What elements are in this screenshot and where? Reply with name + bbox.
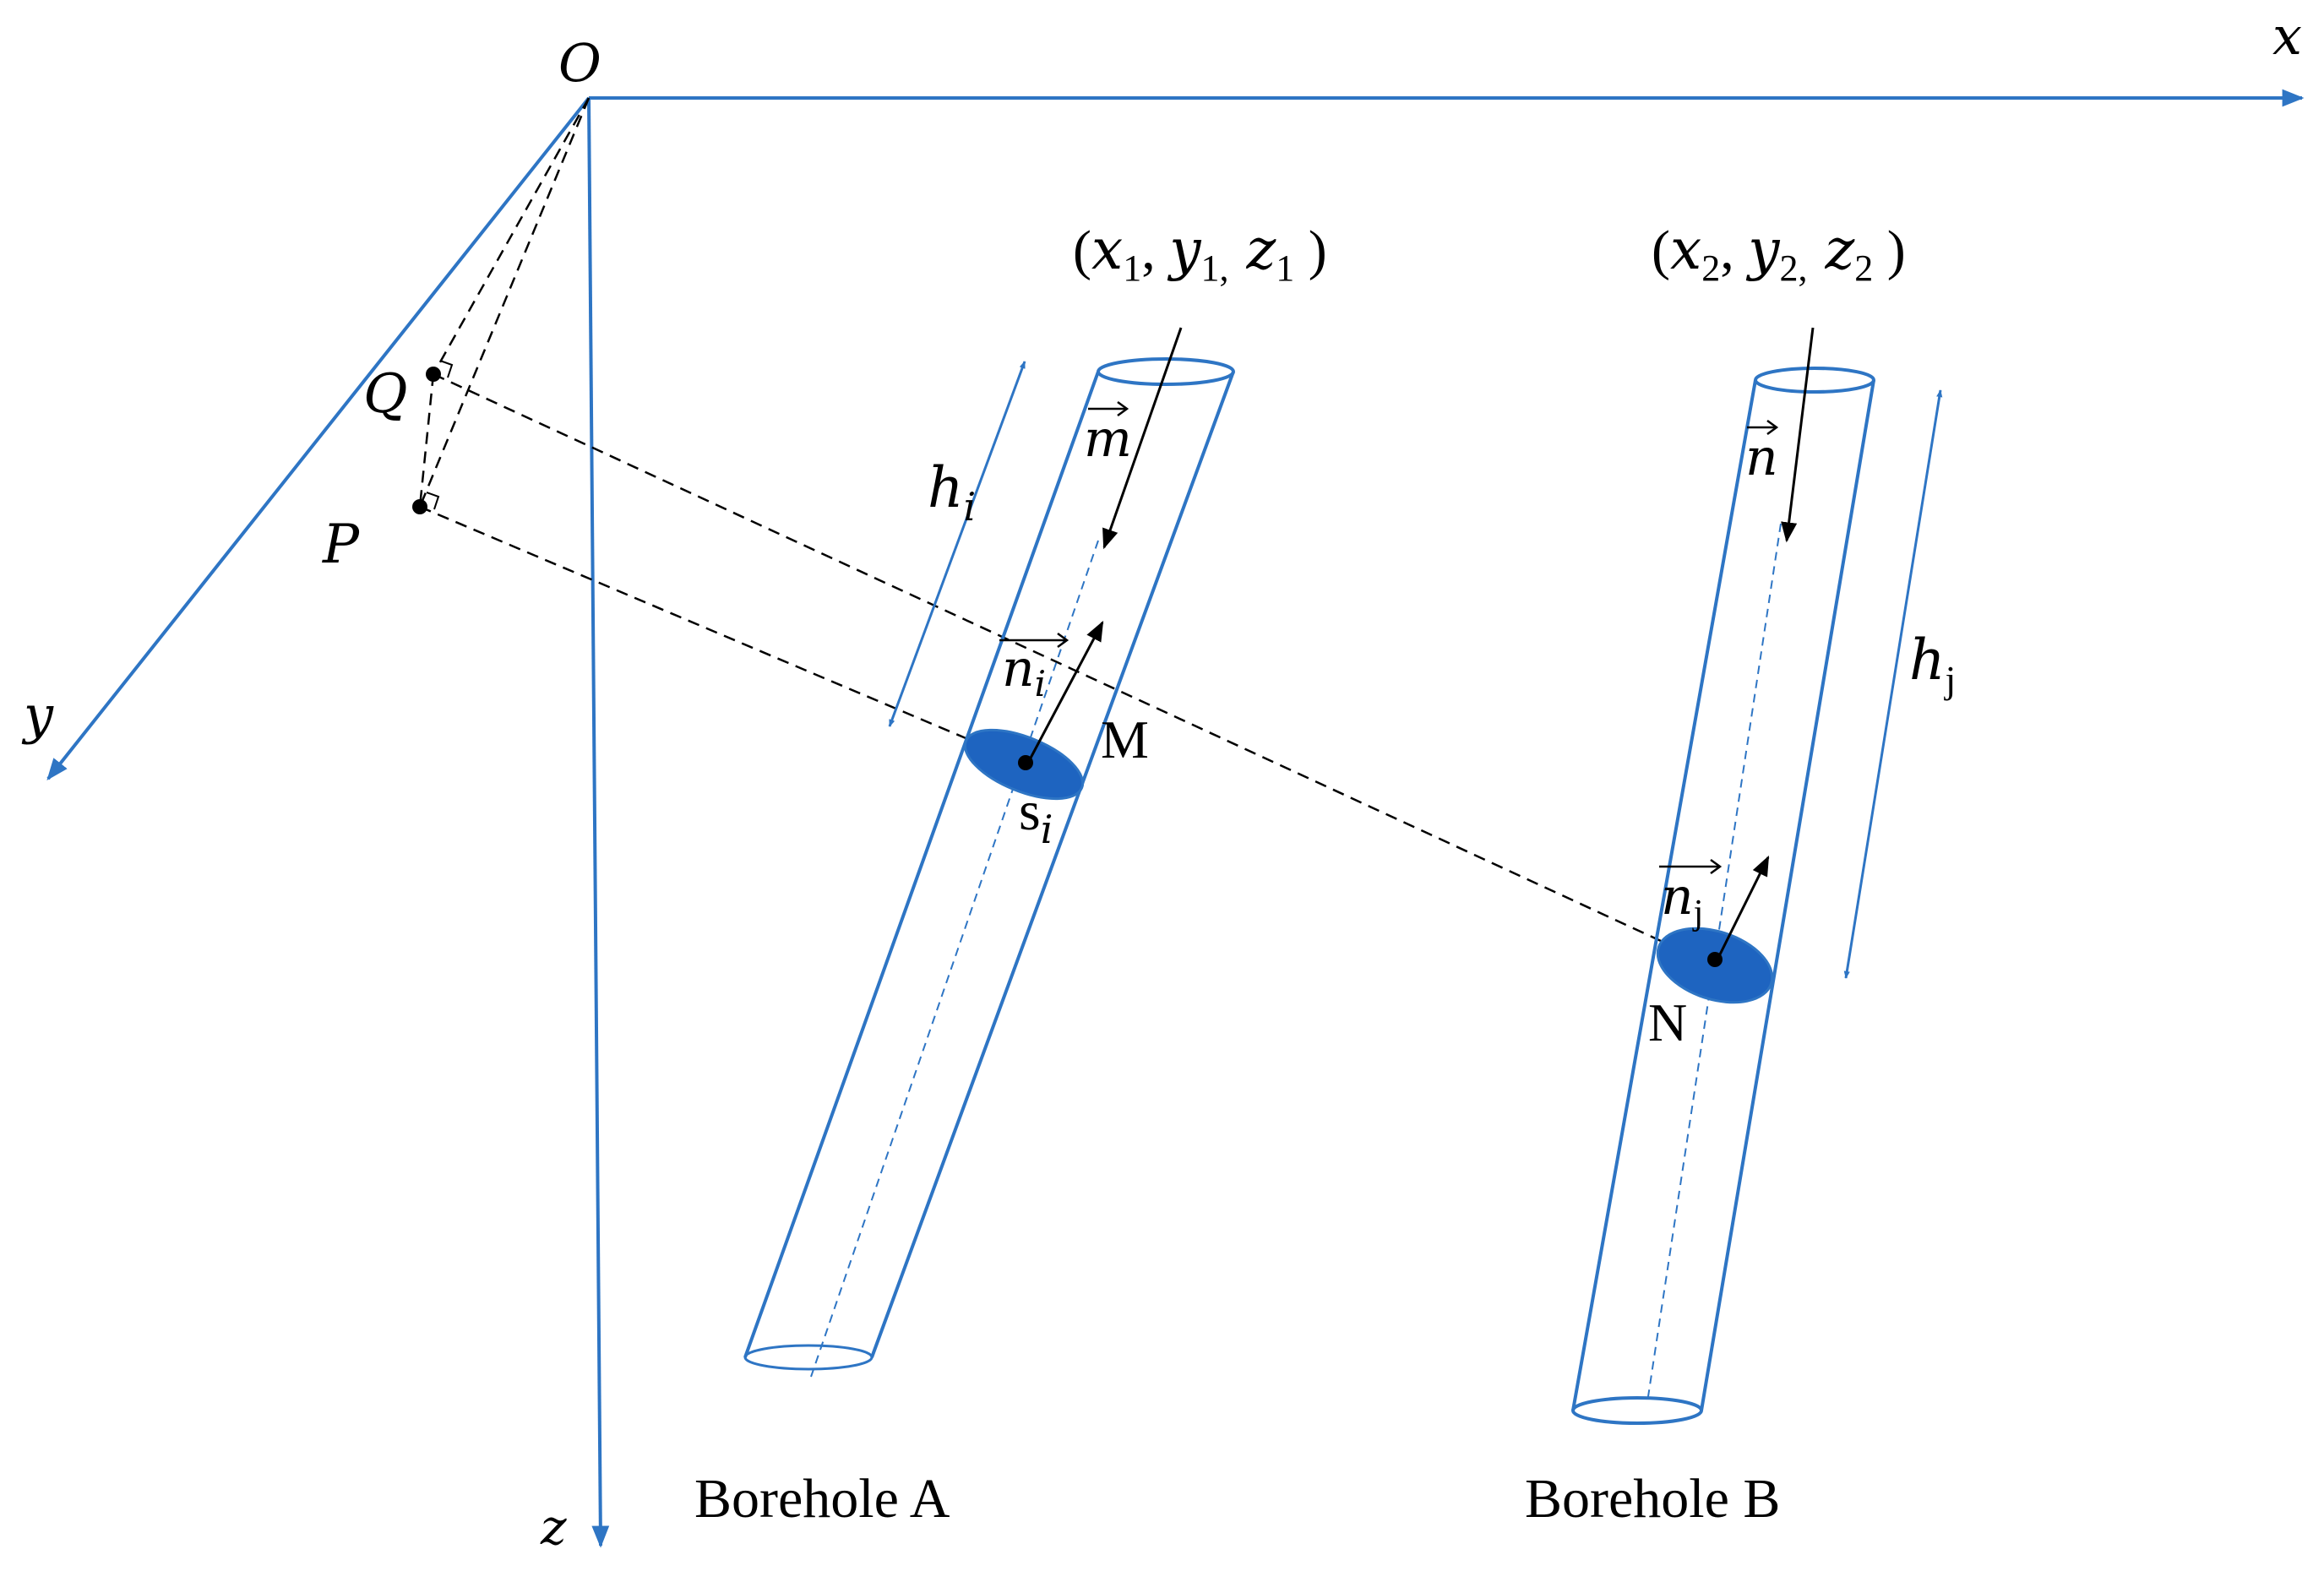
vector-n-label: n — [1745, 428, 1778, 487]
point-p-label: P — [322, 514, 360, 576]
si-label: si — [1019, 780, 1053, 852]
overhead-arrow-n — [1747, 419, 1779, 436]
borehole-a-label: Borehole A — [694, 1468, 950, 1530]
y-axis-label: y — [21, 684, 54, 746]
right-angle-markers — [426, 360, 454, 510]
vector-overhead-arrows — [999, 400, 1779, 875]
z-axis — [587, 97, 610, 1548]
vectors — [1026, 327, 1815, 960]
point-n-dot — [1707, 952, 1723, 967]
point-m-dot — [1018, 755, 1033, 770]
point-p-dot — [412, 499, 427, 514]
vector-nj-arrow — [1716, 855, 1770, 960]
z-axis-label: z — [540, 1498, 567, 1556]
vector-ni-arrow — [1026, 620, 1104, 764]
x-axis-label: x — [2272, 5, 2302, 67]
coordinate-axes — [46, 89, 2305, 1548]
borehole-b-label: Borehole B — [1525, 1468, 1780, 1530]
borehole-b-top — [1754, 367, 1875, 394]
point-markers — [412, 367, 1723, 967]
right-angle-q — [439, 360, 454, 378]
qp-dashed-line — [418, 373, 435, 508]
borehole-b-bottom — [1571, 1396, 1703, 1425]
point-q-dot — [426, 367, 441, 382]
borehole-b — [1571, 367, 1875, 1425]
op-dashed-line — [418, 97, 591, 508]
length-indicators — [888, 361, 1943, 979]
coords-b-label: (x2, y2, z2 ) — [1652, 217, 1906, 289]
origin-label: O — [558, 32, 601, 94]
vector-nj-label: nj — [1661, 867, 1703, 932]
hi-label: hi — [928, 455, 976, 530]
borehole-b-axis — [1646, 523, 1782, 1403]
hi-arrow — [888, 361, 1026, 727]
coords-a-label: (x1, y1, z1 ) — [1073, 217, 1327, 289]
borehole-a-left-wall — [743, 371, 1100, 1358]
vector-ni-label: ni — [1002, 639, 1046, 704]
vector-n-arrow — [1781, 327, 1815, 543]
point-m-label: M — [1101, 709, 1149, 769]
borehole-a-axis — [810, 540, 1099, 1378]
hj-arrow — [1843, 389, 1943, 979]
hj-label: hj — [1909, 628, 1956, 701]
qn-dashed-line — [433, 372, 1773, 994]
right-angle-p — [426, 492, 440, 510]
labels: O x y z Q P M N (x1, y1, z1 ) (x2, y2, z… — [21, 5, 2302, 1556]
y-axis — [46, 96, 591, 781]
vector-m-label: m — [1084, 410, 1132, 469]
oq-dashed-line — [432, 97, 591, 375]
point-q-label: Q — [363, 363, 407, 426]
borehole-a-right-wall — [870, 371, 1235, 1358]
borehole-a — [743, 357, 1235, 1378]
overhead-arrow-ni — [999, 632, 1069, 649]
point-n-label: N — [1648, 992, 1687, 1052]
overhead-arrow-nj — [1659, 858, 1723, 875]
vector-m-arrow — [1102, 327, 1183, 550]
overhead-arrow-m — [1088, 400, 1129, 417]
borehole-a-bottom — [743, 1344, 874, 1371]
borehole-b-left-wall — [1571, 379, 1757, 1411]
